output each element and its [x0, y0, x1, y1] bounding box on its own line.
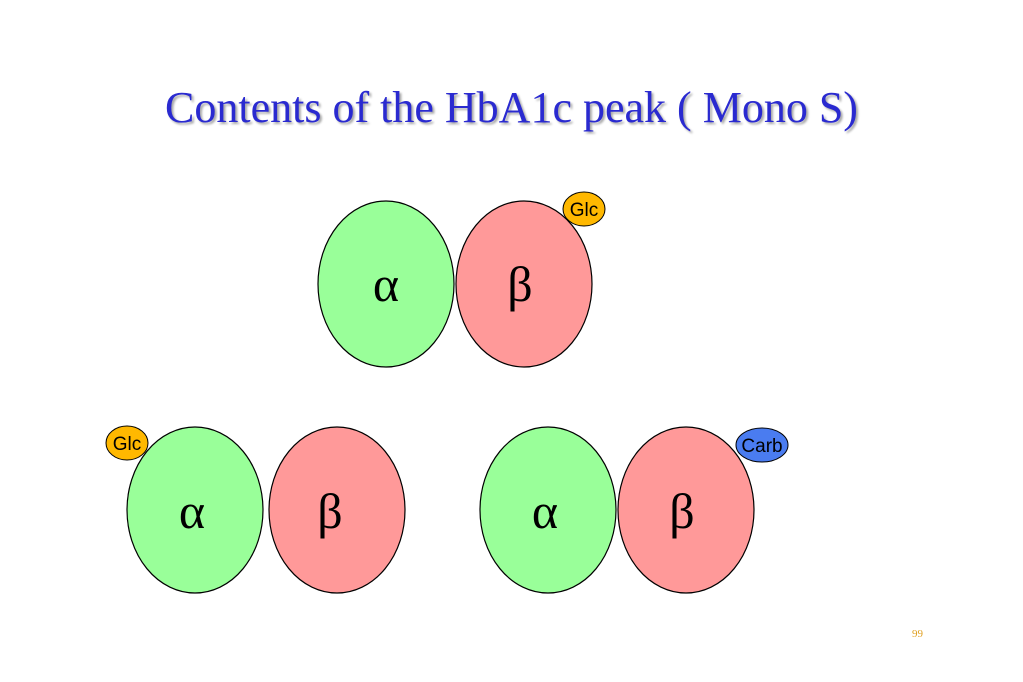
- alpha-label-bottom-left: α: [179, 483, 205, 539]
- carb-tag-label-bottom-right: Carb: [741, 436, 782, 457]
- glc-tag-label-top: Glc: [570, 200, 599, 221]
- beta-label-bottom-left: β: [317, 483, 342, 539]
- beta-subunit-bottom-left: [268, 426, 406, 594]
- alpha-subunit-bottom-right: [479, 426, 617, 594]
- carb-tag-bottom-right: [735, 427, 789, 463]
- alpha-subunit-top: [317, 200, 455, 368]
- alpha-label-bottom-right: α: [532, 483, 558, 539]
- glc-tag-label-bottom-left: Glc: [113, 434, 142, 455]
- alpha-subunit-bottom-left: [126, 426, 264, 594]
- page-number: 99: [912, 628, 923, 640]
- dimer-bottom-left: α β Glc: [105, 425, 406, 594]
- dimer-top: α β Glc: [317, 191, 606, 368]
- beta-label-bottom-right: β: [669, 483, 694, 539]
- glc-tag-top: [562, 191, 606, 227]
- alpha-label-top: α: [373, 256, 399, 312]
- glc-tag-bottom-left: [105, 425, 149, 461]
- dimer-bottom-right: α β Carb: [479, 426, 789, 594]
- beta-subunit-top: [455, 200, 593, 368]
- beta-label-top: β: [507, 256, 532, 312]
- slide-title: Contents of the HbA1c peak ( Mono S): [165, 83, 858, 132]
- beta-subunit-bottom-right: [617, 426, 755, 594]
